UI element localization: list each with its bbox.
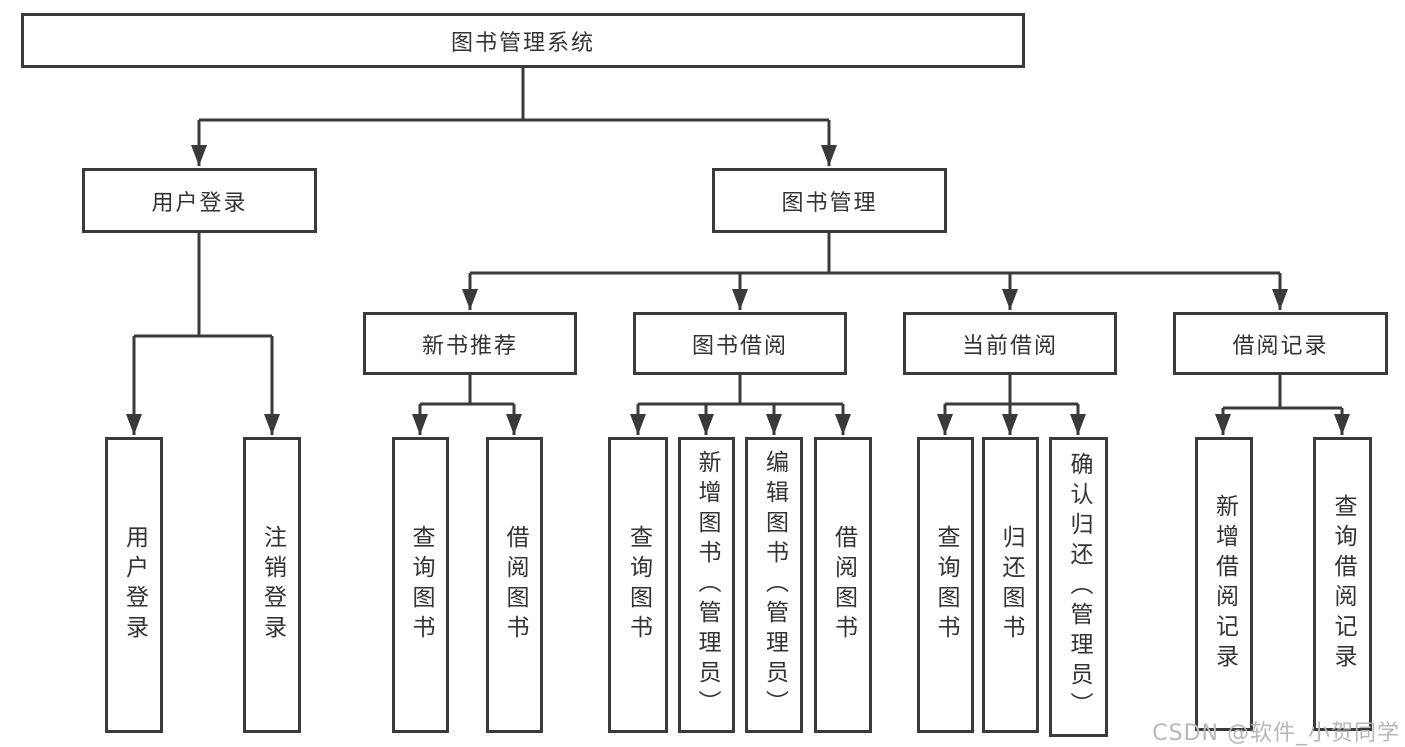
leaf-logout-label: 注销登录: [259, 525, 286, 645]
leaf-bb-edit-books-admin-label: 编辑图书（管理员）: [761, 450, 788, 720]
leaf-cb-return-books: 归还图书: [982, 437, 1039, 733]
node-user-login: 用户登录: [82, 168, 317, 233]
leaf-cb-return-books-label: 归还图书: [998, 525, 1024, 645]
node-user-login-label: 用户登录: [151, 190, 248, 216]
leaf-cb-query-books: 查询图书: [917, 437, 974, 733]
leaf-nb-query-books: 查询图书: [392, 437, 449, 733]
node-book-borrowing: 图书借阅: [633, 312, 847, 375]
leaf-cb-confirm-return-admin: 确认归还（管理员）: [1049, 437, 1108, 737]
node-current-borrowing: 当前借阅: [903, 312, 1117, 375]
leaf-bb-borrow-books: 借阅图书: [814, 437, 872, 733]
leaf-br-query-record-label: 查询借阅记录: [1330, 494, 1356, 674]
leaf-cb-confirm-return-admin-label: 确认归还（管理员）: [1066, 452, 1092, 722]
leaf-br-add-record-label: 新增借阅记录: [1211, 494, 1238, 674]
leaf-bb-borrow-books-label: 借阅图书: [830, 525, 857, 645]
node-current-borrowing-label: 当前借阅: [961, 333, 1058, 359]
leaf-br-add-record: 新增借阅记录: [1195, 437, 1253, 731]
node-new-book-recommendation-label: 新书推荐: [421, 333, 518, 359]
leaf-bb-edit-books-admin: 编辑图书（管理员）: [745, 437, 803, 733]
leaf-bb-query-books-label: 查询图书: [625, 525, 652, 645]
watermark: CSDN @软件_小贺同学: [1152, 721, 1400, 746]
leaf-logout: 注销登录: [243, 437, 301, 733]
leaf-user-login-label: 用户登录: [121, 525, 148, 645]
leaf-br-query-record: 查询借阅记录: [1313, 437, 1372, 731]
leaf-nb-borrow-books-label: 借阅图书: [502, 525, 528, 645]
node-book-management-label: 图书管理: [781, 190, 878, 216]
leaf-bb-query-books: 查询图书: [608, 437, 668, 733]
node-borrowing-records: 借阅记录: [1173, 312, 1388, 375]
node-borrowing-records-label: 借阅记录: [1232, 333, 1329, 359]
node-book-management: 图书管理: [712, 168, 947, 233]
leaf-bb-add-books-admin-label: 新增图书（管理员）: [694, 450, 720, 720]
node-root-label: 图书管理系统: [450, 30, 595, 56]
node-book-borrowing-label: 图书借阅: [691, 333, 788, 359]
node-new-book-recommendation: 新书推荐: [363, 312, 577, 375]
leaf-user-login: 用户登录: [105, 437, 163, 733]
leaf-bb-add-books-admin: 新增图书（管理员）: [678, 437, 735, 733]
leaf-cb-query-books-label: 查询图书: [933, 525, 959, 645]
leaf-nb-query-books-label: 查询图书: [408, 525, 434, 645]
node-root: 图书管理系统: [21, 13, 1025, 68]
leaf-nb-borrow-books: 借阅图书: [486, 437, 543, 733]
